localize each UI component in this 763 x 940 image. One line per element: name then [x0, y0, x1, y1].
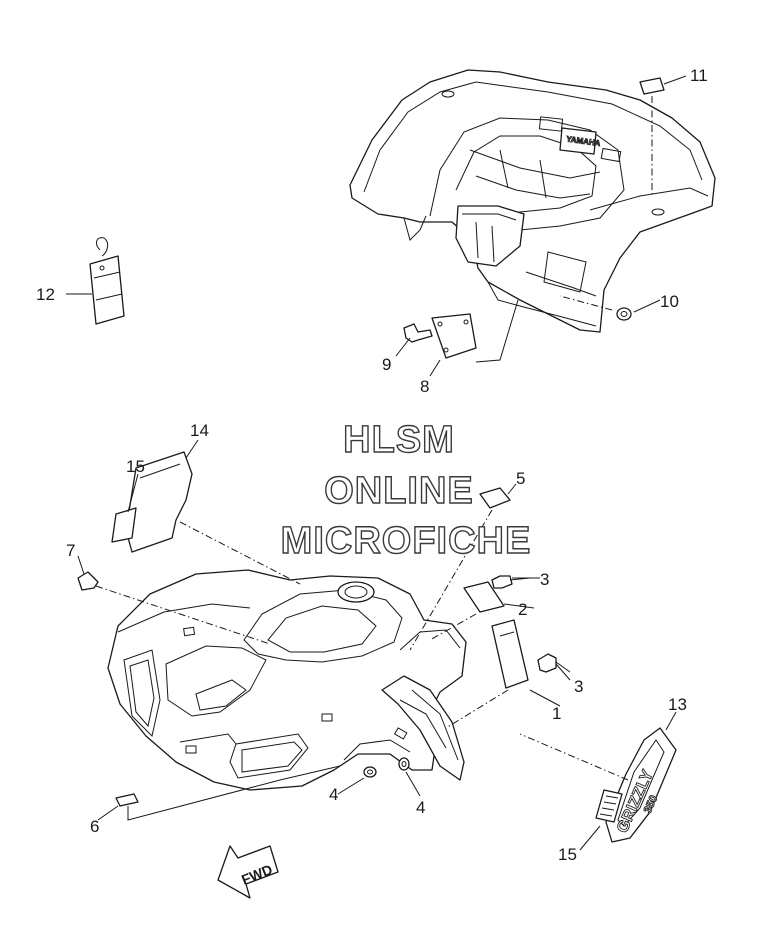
callout-13: 13 — [668, 695, 687, 714]
callout-labels: 1 2 3 3 4 4 5 6 7 8 9 10 11 12 13 14 15 … — [36, 66, 708, 864]
part-6-decal — [115, 793, 139, 807]
callout-15-upper: 15 — [126, 457, 145, 476]
rear-fender: YAMAHA — [349, 69, 716, 333]
front-fender — [107, 569, 467, 791]
callout-6: 6 — [90, 817, 99, 836]
leader-lines — [66, 75, 687, 851]
part-13-emblem: GRIZZLY 350 — [605, 727, 677, 843]
callout-15-lower: 15 — [558, 845, 577, 864]
callout-14: 14 — [190, 421, 209, 440]
callout-4-right: 4 — [416, 798, 425, 817]
part-10-grommet — [616, 307, 632, 321]
part-4-grommet-left — [363, 766, 377, 778]
part-1-plate — [491, 619, 529, 689]
callout-10: 10 — [660, 292, 679, 311]
callout-4-left: 4 — [329, 785, 338, 804]
part-2-plate — [463, 581, 505, 613]
callout-3-lower: 3 — [574, 677, 583, 696]
callout-9: 9 — [382, 355, 391, 374]
watermark-line-2: ONLINE — [324, 470, 474, 512]
watermark-line-1: HLSM — [343, 419, 455, 461]
callout-5: 5 — [516, 469, 525, 488]
callout-1: 1 — [552, 704, 561, 723]
part-4-grommet-right — [398, 757, 410, 771]
part-5-emblem — [479, 487, 511, 509]
callout-7: 7 — [66, 541, 75, 560]
part-15-decal-lower — [595, 789, 623, 823]
part-15-decal-upper — [111, 507, 137, 543]
callout-8: 8 — [420, 377, 429, 396]
forward-arrow-icon: FWD — [217, 845, 279, 899]
part-9-rivet — [403, 323, 433, 343]
watermark: HLSM ONLINE MICROFICHE — [280, 418, 532, 562]
watermark-line-3: MICROFICHE — [281, 520, 532, 562]
part-3-bolt-lower — [537, 653, 571, 673]
callout-2: 2 — [518, 600, 527, 619]
callout-12: 12 — [36, 285, 55, 304]
part-12-tag — [89, 237, 125, 325]
callout-3-upper: 3 — [540, 570, 549, 589]
callout-11: 11 — [690, 66, 708, 85]
part-11-emblem — [639, 77, 665, 95]
part-8-plate — [431, 313, 477, 359]
part-7-emblem — [77, 571, 99, 591]
